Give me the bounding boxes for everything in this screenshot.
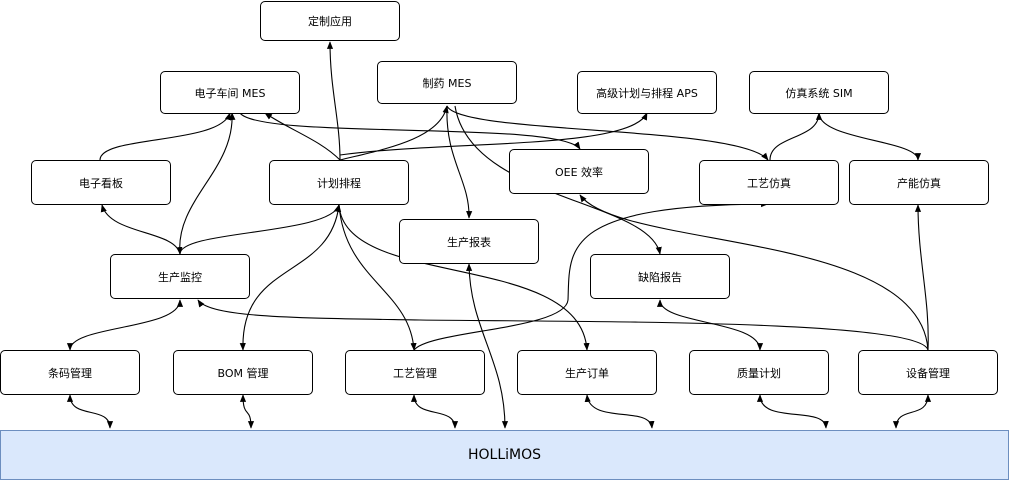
node-process-sim[interactable]: 工艺仿真 <box>699 160 839 205</box>
node-custom-app[interactable]: 定制应用 <box>260 1 400 41</box>
edge-equipment-oee <box>579 194 929 351</box>
node-defect-report[interactable]: 缺陷报告 <box>590 254 730 299</box>
edge-monitor-board <box>100 204 181 255</box>
edge-planning-aps <box>339 112 648 156</box>
node-quality-plan[interactable]: 质量计划 <box>689 350 829 395</box>
edge-bom-platform <box>239 394 255 429</box>
edge-quality-platform <box>756 394 829 429</box>
edge-sim-process-sim <box>769 112 823 161</box>
node-capacity-sim[interactable]: 产能仿真 <box>849 160 989 205</box>
edge-planning-bom <box>239 204 342 351</box>
edge-pharma-mes-process-sim <box>446 105 769 161</box>
edge-pharma-mes-defect <box>454 105 662 255</box>
edge-planning-pharma-mes <box>339 105 449 161</box>
edge-planning-custom-app <box>326 41 341 161</box>
node-aps[interactable]: 高级计划与排程 APS <box>577 71 717 114</box>
node-process-mgmt[interactable]: 工艺管理 <box>345 350 485 395</box>
node-planning[interactable]: 计划排程 <box>269 160 409 205</box>
edge-report-platform <box>466 263 509 429</box>
edge-board-electronic-mes <box>99 112 231 161</box>
edge-planning-order <box>338 204 590 351</box>
edge-order-platform <box>584 394 655 429</box>
edge-quality-defect <box>656 299 764 351</box>
node-equipment[interactable]: 设备管理 <box>858 350 998 395</box>
edge-process-mgmt-platform <box>410 394 459 429</box>
edge-equipment-platform <box>892 394 932 429</box>
platform-base: HOLLiMOS <box>0 430 1009 480</box>
platform-label: HOLLiMOS <box>467 447 542 463</box>
edge-pharma-mes-report <box>446 105 473 219</box>
edge-equipment-capacity <box>914 204 929 351</box>
node-electronic-workshop-mes[interactable]: 电子车间 MES <box>160 71 300 114</box>
node-barcode[interactable]: 条码管理 <box>0 350 140 395</box>
edge-monitor-planning <box>179 204 340 255</box>
edge-planning-electronic-mes <box>264 112 341 161</box>
edge-planning-process-mgmt <box>338 204 417 351</box>
node-bom[interactable]: BOM 管理 <box>173 350 313 395</box>
edge-barcode-monitor <box>66 299 184 351</box>
edge-process-mgmt-process-sim <box>413 200 769 351</box>
node-production-report[interactable]: 生产报表 <box>399 219 539 264</box>
node-sim[interactable]: 仿真系统 SIM <box>749 71 889 114</box>
edge-electronic-mes-oee <box>239 112 581 150</box>
node-production-order[interactable]: 生产订单 <box>517 350 657 395</box>
edge-monitor-electronic-mes <box>176 112 236 255</box>
node-production-monitor[interactable]: 生产监控 <box>110 254 250 299</box>
edge-barcode-platform <box>66 394 114 429</box>
node-pharma-mes[interactable]: 制药 MES <box>377 61 517 104</box>
edge-sim-capacity-sim <box>818 112 922 161</box>
node-electronic-board[interactable]: 电子看板 <box>31 160 171 205</box>
node-oee[interactable]: OEE 效率 <box>509 149 649 194</box>
